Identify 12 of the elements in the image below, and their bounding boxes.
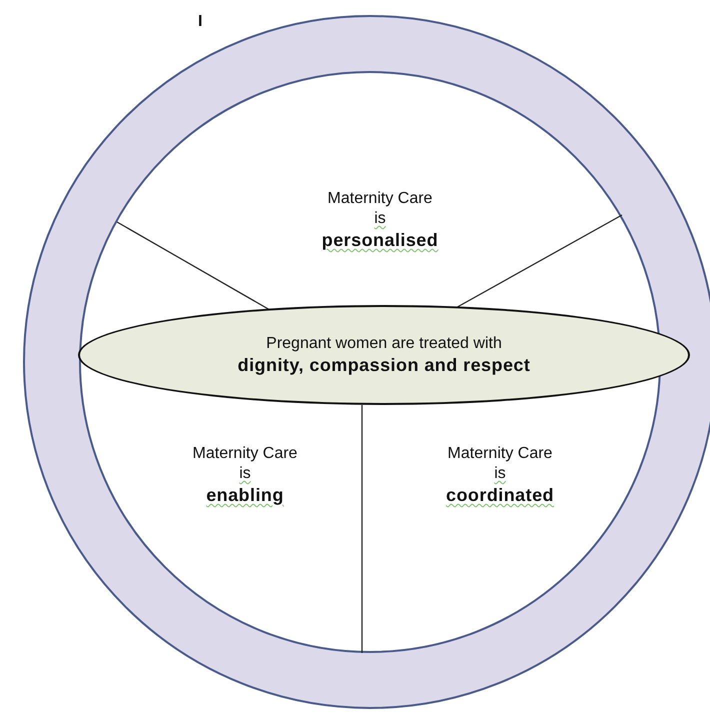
caption-text: is [239,464,251,484]
caption-text: is [374,208,386,229]
caption-text: Pregnant women are treated with [266,334,502,354]
emphasis-text: dignity, compassion and respect [238,354,530,376]
caption-text: Maternity Care [328,188,432,209]
caption-text: is [494,464,506,484]
caption-text: Maternity Care [192,444,298,464]
emphasis-text: personalised [322,228,438,252]
emphasis-text: enabling [206,484,284,506]
stray-mark-text: I [198,12,202,32]
emphasis-text: coordinated [446,484,554,506]
caption-text: Maternity Care [448,444,552,464]
